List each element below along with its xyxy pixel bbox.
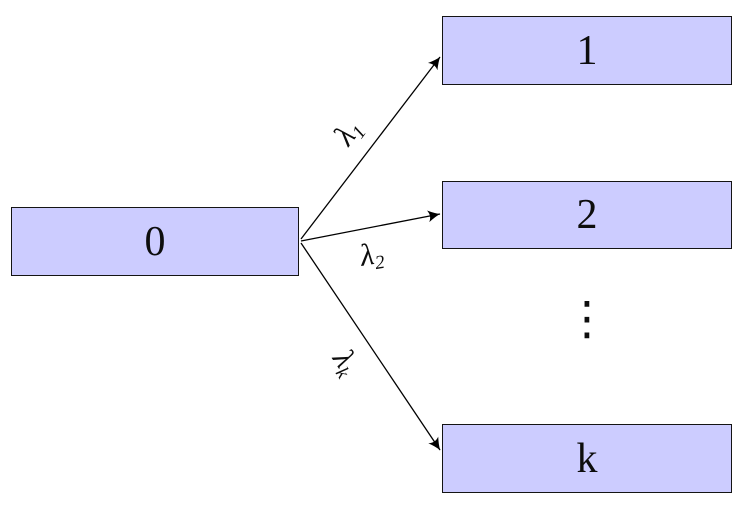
node-0-label: 0 <box>144 218 166 265</box>
edge-label-lambda-k: λk <box>324 343 366 383</box>
node-k-label: k <box>576 435 598 482</box>
edge-label-lambda-2: λ2 <box>358 236 387 276</box>
edge-arrow-0-to-1 <box>300 56 441 240</box>
node-1-label: 1 <box>576 27 598 74</box>
node-2-label: 2 <box>576 192 598 238</box>
edge-label-lambda-1: λ1 <box>326 113 371 153</box>
vertical-ellipsis: ⋮ <box>564 291 610 345</box>
node-k: k <box>442 424 732 493</box>
node-0: 0 <box>11 207 299 276</box>
edge-label-lambda-2-subscript: 2 <box>373 251 387 275</box>
node-2: 2 <box>442 181 732 249</box>
node-1: 1 <box>442 16 732 85</box>
